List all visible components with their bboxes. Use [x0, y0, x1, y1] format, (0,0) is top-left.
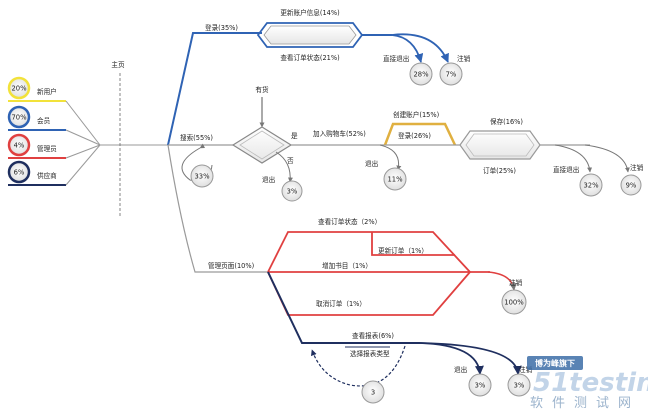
user-type-new-pct: 20% [11, 85, 27, 93]
cart-exit-arrow [379, 144, 402, 171]
order-logout-pct: 9% [626, 182, 637, 190]
supplier-logout-arrow [419, 342, 522, 375]
no-exit-arrow [275, 151, 293, 183]
search-loop-pct: 33% [194, 173, 210, 181]
user-type-supplier-badge [7, 160, 31, 184]
admin-path [167, 144, 268, 273]
admin-action-lines [267, 231, 471, 316]
order-hexagon-inner [465, 133, 535, 157]
legend-converge-lines [65, 100, 101, 186]
report-loop-count: 3 [371, 389, 375, 397]
home-divider: 主页 [111, 60, 125, 218]
order-logout-label: 注销 [630, 163, 644, 172]
no-exit-pct-circle [281, 180, 303, 202]
view-order-status-label: 查看订单状态(21%) [280, 53, 339, 62]
admin-page-label: 管理页面(10%) [208, 261, 254, 270]
order-logout-pct-circle [620, 174, 642, 196]
user-type-admin-badge [7, 133, 31, 157]
add-to-cart-label: 加入购物车(52%) [313, 129, 366, 138]
cart-exit-pct: 11% [387, 176, 403, 184]
admin-branch: 管理页面(10%) 查看订单状态（2%） 更新订单（1%） 增加书目（1%） 取… [167, 144, 527, 316]
login-path [167, 32, 262, 146]
logout-label: 注销 [457, 54, 471, 63]
direct-exit-label: 直接退出 [383, 54, 409, 63]
admin-logout-arrow [487, 271, 517, 291]
user-type-member-label: 会员 [37, 116, 51, 125]
user-type-admin-label: 管理员 [37, 144, 57, 153]
search-branch: 搜索(55%) 33% 有货 是 否 退出 3% 加入购物车(52%) 退出 1… [168, 85, 644, 202]
supplier-logout-pct-circle [507, 373, 531, 397]
select-report-type-label: 选择报表类型 [350, 349, 390, 358]
view-report-label: 查看报表(6%) [352, 331, 394, 340]
save-label: 保存(16%) [490, 117, 523, 126]
create-account-path [383, 122, 457, 146]
user-type-admin: 4% 管理员 [7, 133, 66, 159]
supplier-exit-pct-circle [468, 373, 492, 397]
report-loop-count-circle [361, 380, 385, 404]
report-loop-arrow [310, 345, 406, 387]
cart-exit-label: 退出 [365, 159, 378, 168]
admin-logout-pct-circle [501, 289, 527, 315]
supplier-logout-pct: 3% [514, 382, 525, 390]
watermark-badge [527, 356, 583, 370]
no-exit-label: 退出 [262, 175, 275, 184]
user-type-member: 70% 会员 [7, 105, 66, 131]
supplier-path [267, 271, 420, 344]
logout-pct-circle [439, 62, 463, 86]
user-type-admin-pct: 4% [14, 142, 25, 150]
supplier-branch: 查看报表(6%) 选择报表类型 3 退出 注销 3% 3% [267, 271, 533, 404]
order-direct-exit-pct: 32% [583, 182, 599, 190]
user-type-new-label: 新用户 [37, 87, 57, 96]
login-label: 登录(35%) [205, 23, 238, 32]
user-type-member-badge [7, 105, 31, 129]
cart-login-label: 登录(26%) [398, 131, 431, 140]
order-direct-exit-label: 直接退出 [553, 165, 579, 174]
admin-logout-pct: 100% [504, 299, 524, 307]
login-branch: 登录(35%) 更新账户信息(14%) 查看订单状态(21%) 直接退出 注销 … [167, 8, 471, 146]
search-label: 搜索(55%) [180, 133, 213, 142]
order-direct-exit-arrow [554, 144, 593, 173]
create-account-label: 创建账户(15%) [393, 110, 439, 119]
direct-exit-pct-circle [409, 62, 433, 86]
order-direct-exit-pct-circle [579, 173, 603, 197]
admin-view-order-status-label: 查看订单状态（2%） [318, 217, 381, 226]
order-logout-arrow [584, 144, 630, 173]
user-type-supplier: 6% 供应商 [7, 160, 66, 186]
watermark-brand: 51testing [533, 368, 648, 398]
logout-arrow [391, 33, 449, 63]
user-type-supplier-pct: 6% [14, 169, 25, 177]
search-loop-pct-circle [190, 164, 214, 188]
no-exit-pct: 3% [287, 188, 298, 196]
admin-add-book-label: 增加书目（1%） [322, 261, 372, 270]
user-type-new: 20% 新用户 [7, 76, 66, 102]
watermark-sub: 软件测试网 [530, 396, 640, 411]
watermark-badge-text: 博为峰旗下 [535, 358, 575, 368]
no-label: 否 [287, 157, 294, 165]
direct-exit-arrow [391, 34, 424, 63]
user-type-member-pct: 70% [11, 114, 27, 122]
in-stock-label: 有货 [255, 85, 269, 94]
login-hexagon-inner [263, 25, 357, 45]
user-type-legend: 20% 新用户 70% 会员 4% 管理员 6% 供应商 [7, 76, 168, 186]
supplier-exit-label: 退出 [454, 365, 467, 374]
yes-label: 是 [291, 132, 298, 140]
admin-cancel-order-label: 取消订单（1%） [316, 299, 366, 308]
user-type-supplier-label: 供应商 [37, 171, 57, 180]
update-account-label: 更新账户信息(14%) [280, 8, 339, 17]
order-hexagon [459, 130, 541, 160]
admin-update-order-label: 更新订单（1%） [378, 246, 428, 255]
order-label: 订单(25%) [483, 166, 516, 175]
cart-exit-pct-circle [383, 167, 407, 191]
admin-logout-label: 注销 [509, 278, 523, 287]
home-label: 主页 [111, 60, 125, 69]
supplier-exit-pct: 3% [475, 382, 486, 390]
direct-exit-pct: 28% [413, 71, 429, 79]
in-stock-decision-diamond-inner [239, 130, 285, 160]
logout-pct: 7% [446, 71, 457, 79]
watermark: 博为峰旗下 51testing 软件测试网 [527, 356, 648, 411]
user-type-new-badge [7, 76, 31, 100]
supplier-logout-label: 注销 [519, 365, 533, 374]
